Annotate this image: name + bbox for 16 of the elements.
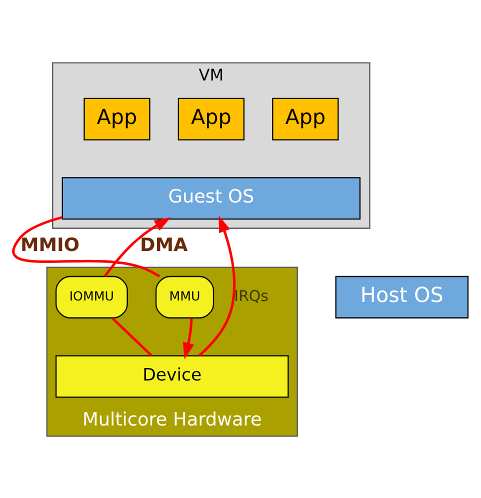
- node-box: Host OS: [335, 275, 469, 318]
- arrow: [182, 318, 194, 359]
- node-box: App: [84, 97, 150, 140]
- node-box: Device: [56, 354, 289, 398]
- node-box: Guest OS: [62, 176, 361, 220]
- node-box: App: [178, 97, 244, 140]
- edge-label: MMIO: [20, 234, 80, 256]
- arrow: [198, 215, 236, 356]
- node-box: App: [272, 97, 339, 140]
- connector: [12, 216, 160, 277]
- edge-label: IRQs: [234, 286, 268, 305]
- node-box: MMU: [155, 275, 214, 318]
- arrow: [104, 216, 171, 277]
- edge-label: DMA: [140, 234, 188, 256]
- node-box: IOMMU: [56, 275, 128, 318]
- connector: [112, 316, 152, 356]
